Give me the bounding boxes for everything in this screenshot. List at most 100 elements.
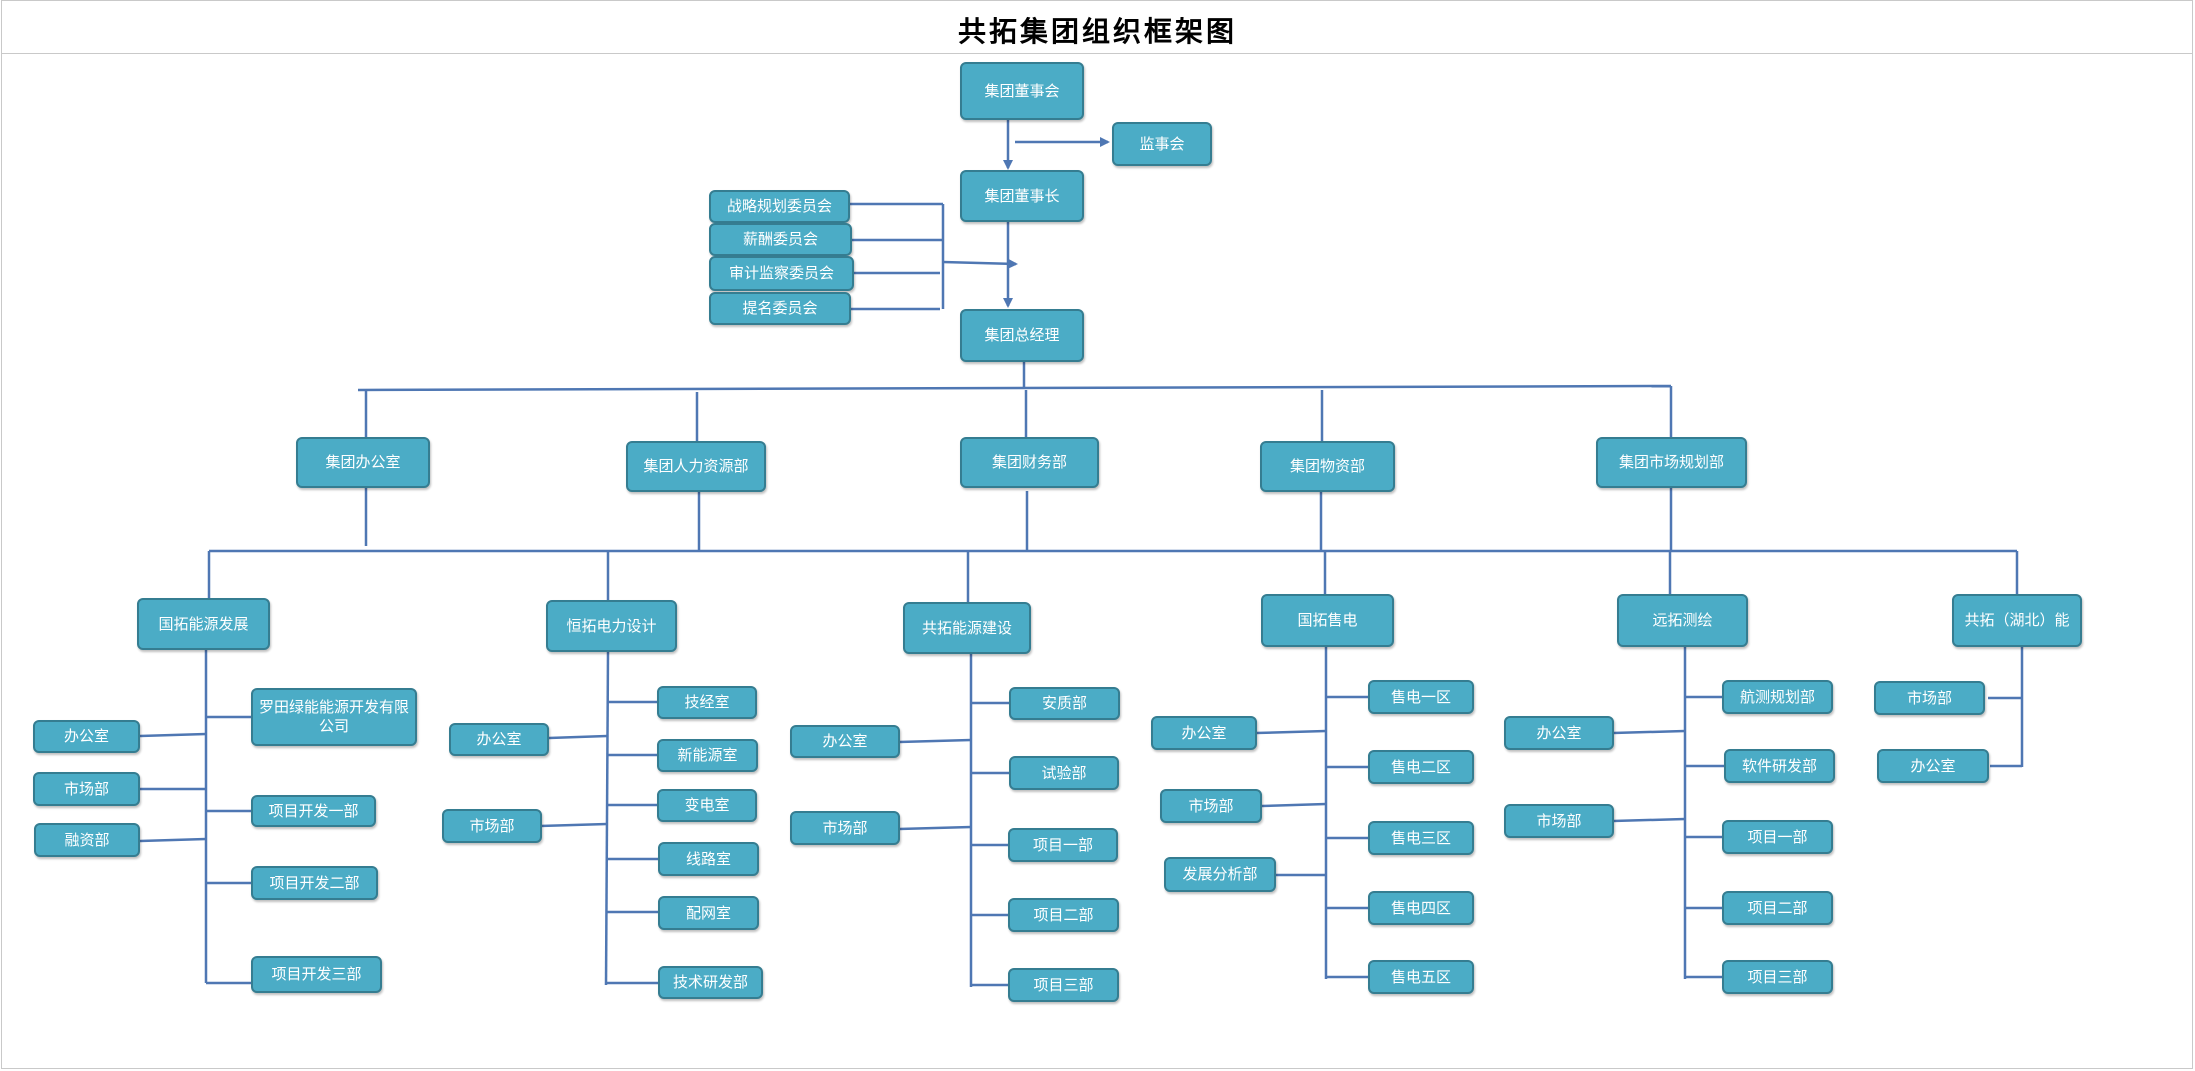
yt-market-box: 市场部 bbox=[1504, 804, 1614, 838]
supervisory-label: 监事会 bbox=[1139, 134, 1185, 153]
ht-line-box: 线路室 bbox=[658, 842, 759, 876]
board-label: 集团董事会 bbox=[984, 81, 1060, 100]
sub-hubei-label: 共拓（湖北）能 bbox=[1964, 611, 2070, 629]
dept-market-label: 集团市场规划部 bbox=[1618, 453, 1724, 471]
yt-office-box: 办公室 bbox=[1504, 716, 1614, 750]
ht-tech-mgmt-label: 技经室 bbox=[684, 693, 730, 711]
title-divider bbox=[1, 53, 2193, 54]
nomination-committee-box: 提名委员会 bbox=[709, 292, 851, 325]
gs-analysis-box: 发展分析部 bbox=[1164, 857, 1276, 892]
yt-proj2-label: 项目二部 bbox=[1747, 898, 1808, 917]
ge-market-box: 市场部 bbox=[33, 772, 140, 806]
chairman-label: 集团董事长 bbox=[984, 186, 1060, 205]
sub-guotuo-energy-label: 国拓能源发展 bbox=[158, 614, 249, 633]
gs-zone1-box: 售电一区 bbox=[1368, 680, 1474, 714]
sub-gongtuo-build-label: 共拓能源建设 bbox=[921, 618, 1012, 637]
dept-office-box: 集团办公室 bbox=[296, 437, 430, 488]
yt-proj1-label: 项目一部 bbox=[1747, 827, 1808, 846]
gm-label: 集团总经理 bbox=[984, 326, 1060, 344]
gs-office-label: 办公室 bbox=[1181, 723, 1227, 742]
gs-market-box: 市场部 bbox=[1160, 789, 1262, 823]
sub-yuantuo-box: 远拓测绘 bbox=[1617, 594, 1748, 647]
ht-market-box: 市场部 bbox=[442, 809, 542, 843]
gs-zone2-label: 售电二区 bbox=[1390, 757, 1451, 776]
gm-box: 集团总经理 bbox=[960, 309, 1084, 362]
audit-committee-box: 审计监察委员会 bbox=[709, 256, 854, 291]
ge-finance-box: 融资部 bbox=[34, 823, 140, 857]
ge-luotian-label: 罗田绿能能源开发有限公司 bbox=[258, 698, 409, 735]
ge-luotian-box: 罗田绿能能源开发有限公司 bbox=[251, 688, 417, 746]
ht-tech-mgmt-box: 技经室 bbox=[657, 686, 757, 719]
ge-proj2-label: 项目开发二部 bbox=[269, 873, 360, 892]
gs-zone2-box: 售电二区 bbox=[1368, 750, 1474, 784]
ht-line-label: 线路室 bbox=[685, 849, 731, 868]
compensation-committee-box: 薪酬委员会 bbox=[709, 223, 852, 256]
dept-hr-label: 集团人力资源部 bbox=[643, 457, 749, 475]
yt-proj3-label: 项目三部 bbox=[1747, 967, 1808, 986]
gb-proj1-box: 项目一部 bbox=[1008, 828, 1118, 862]
ht-distribution-box: 配网室 bbox=[658, 896, 759, 930]
ht-new-energy-box: 新能源室 bbox=[657, 739, 758, 772]
gs-zone3-box: 售电三区 bbox=[1368, 821, 1474, 855]
hb-market-box: 市场部 bbox=[1874, 681, 1985, 715]
page-title: 共拓集团组织框架图 bbox=[957, 15, 1237, 48]
ge-proj1-box: 项目开发一部 bbox=[251, 795, 376, 827]
ht-new-energy-label: 新能源室 bbox=[677, 746, 738, 764]
ge-finance-label: 融资部 bbox=[64, 830, 110, 849]
gb-office-box: 办公室 bbox=[790, 725, 900, 758]
sub-hubei-box: 共拓（湖北）能 bbox=[1952, 594, 2082, 647]
ht-market-label: 市场部 bbox=[469, 816, 515, 835]
ge-office-label: 办公室 bbox=[63, 727, 109, 745]
hb-office-label: 办公室 bbox=[1910, 756, 1956, 775]
yt-survey-label: 航测规划部 bbox=[1739, 687, 1815, 706]
sub-hengtuo-label: 恒拓电力设计 bbox=[566, 616, 657, 635]
gb-safety-label: 安质部 bbox=[1041, 694, 1087, 712]
dept-market-box: 集团市场规划部 bbox=[1596, 437, 1747, 488]
yt-office-label: 办公室 bbox=[1536, 723, 1582, 742]
gb-market-box: 市场部 bbox=[790, 811, 900, 845]
gb-test-box: 试验部 bbox=[1009, 756, 1119, 790]
gb-proj2-box: 项目二部 bbox=[1008, 898, 1119, 932]
sub-guotuo-sales-box: 国拓售电 bbox=[1261, 594, 1394, 647]
supervisory-box: 监事会 bbox=[1112, 122, 1212, 166]
nomination-committee-label: 提名委员会 bbox=[742, 299, 818, 317]
sub-guotuo-sales-label: 国拓售电 bbox=[1297, 611, 1358, 629]
dept-material-label: 集团物资部 bbox=[1289, 457, 1365, 475]
gb-proj1-label: 项目一部 bbox=[1032, 835, 1093, 854]
gs-zone1-label: 售电一区 bbox=[1390, 687, 1451, 706]
dept-office-label: 集团办公室 bbox=[325, 453, 401, 471]
board-box: 集团董事会 bbox=[960, 62, 1084, 120]
gs-zone4-box: 售电四区 bbox=[1368, 891, 1474, 925]
dept-finance-box: 集团财务部 bbox=[960, 437, 1099, 488]
sub-yuantuo-label: 远拓测绘 bbox=[1652, 611, 1713, 629]
gs-zone3-label: 售电三区 bbox=[1390, 828, 1451, 847]
strategy-committee-box: 战略规划委员会 bbox=[709, 190, 850, 223]
ht-rd-box: 技术研发部 bbox=[658, 966, 763, 999]
sub-hengtuo-box: 恒拓电力设计 bbox=[546, 600, 677, 652]
ht-office-label: 办公室 bbox=[476, 730, 522, 748]
hb-market-label: 市场部 bbox=[1906, 688, 1952, 707]
yt-market-label: 市场部 bbox=[1536, 811, 1582, 830]
compensation-committee-label: 薪酬委员会 bbox=[742, 230, 818, 248]
yt-proj3-box: 项目三部 bbox=[1722, 960, 1833, 994]
gs-analysis-label: 发展分析部 bbox=[1182, 865, 1258, 883]
audit-committee-label: 审计监察委员会 bbox=[728, 264, 834, 282]
yt-proj2-box: 项目二部 bbox=[1722, 891, 1833, 925]
dept-material-box: 集团物资部 bbox=[1260, 441, 1395, 492]
gs-zone5-box: 售电五区 bbox=[1368, 960, 1474, 994]
ht-office-box: 办公室 bbox=[449, 723, 549, 756]
ge-proj1-label: 项目开发一部 bbox=[268, 801, 359, 820]
ht-substation-box: 变电室 bbox=[657, 789, 757, 822]
sub-guotuo-energy-box: 国拓能源发展 bbox=[137, 598, 270, 650]
ge-market-label: 市场部 bbox=[63, 779, 109, 798]
gb-market-label: 市场部 bbox=[822, 818, 868, 837]
gs-zone5-label: 售电五区 bbox=[1390, 967, 1451, 986]
ge-office-box: 办公室 bbox=[33, 720, 140, 753]
gs-office-box: 办公室 bbox=[1151, 716, 1257, 750]
strategy-committee-label: 战略规划委员会 bbox=[726, 197, 832, 215]
yt-software-box: 软件研发部 bbox=[1724, 749, 1835, 783]
gs-market-label: 市场部 bbox=[1188, 796, 1234, 815]
